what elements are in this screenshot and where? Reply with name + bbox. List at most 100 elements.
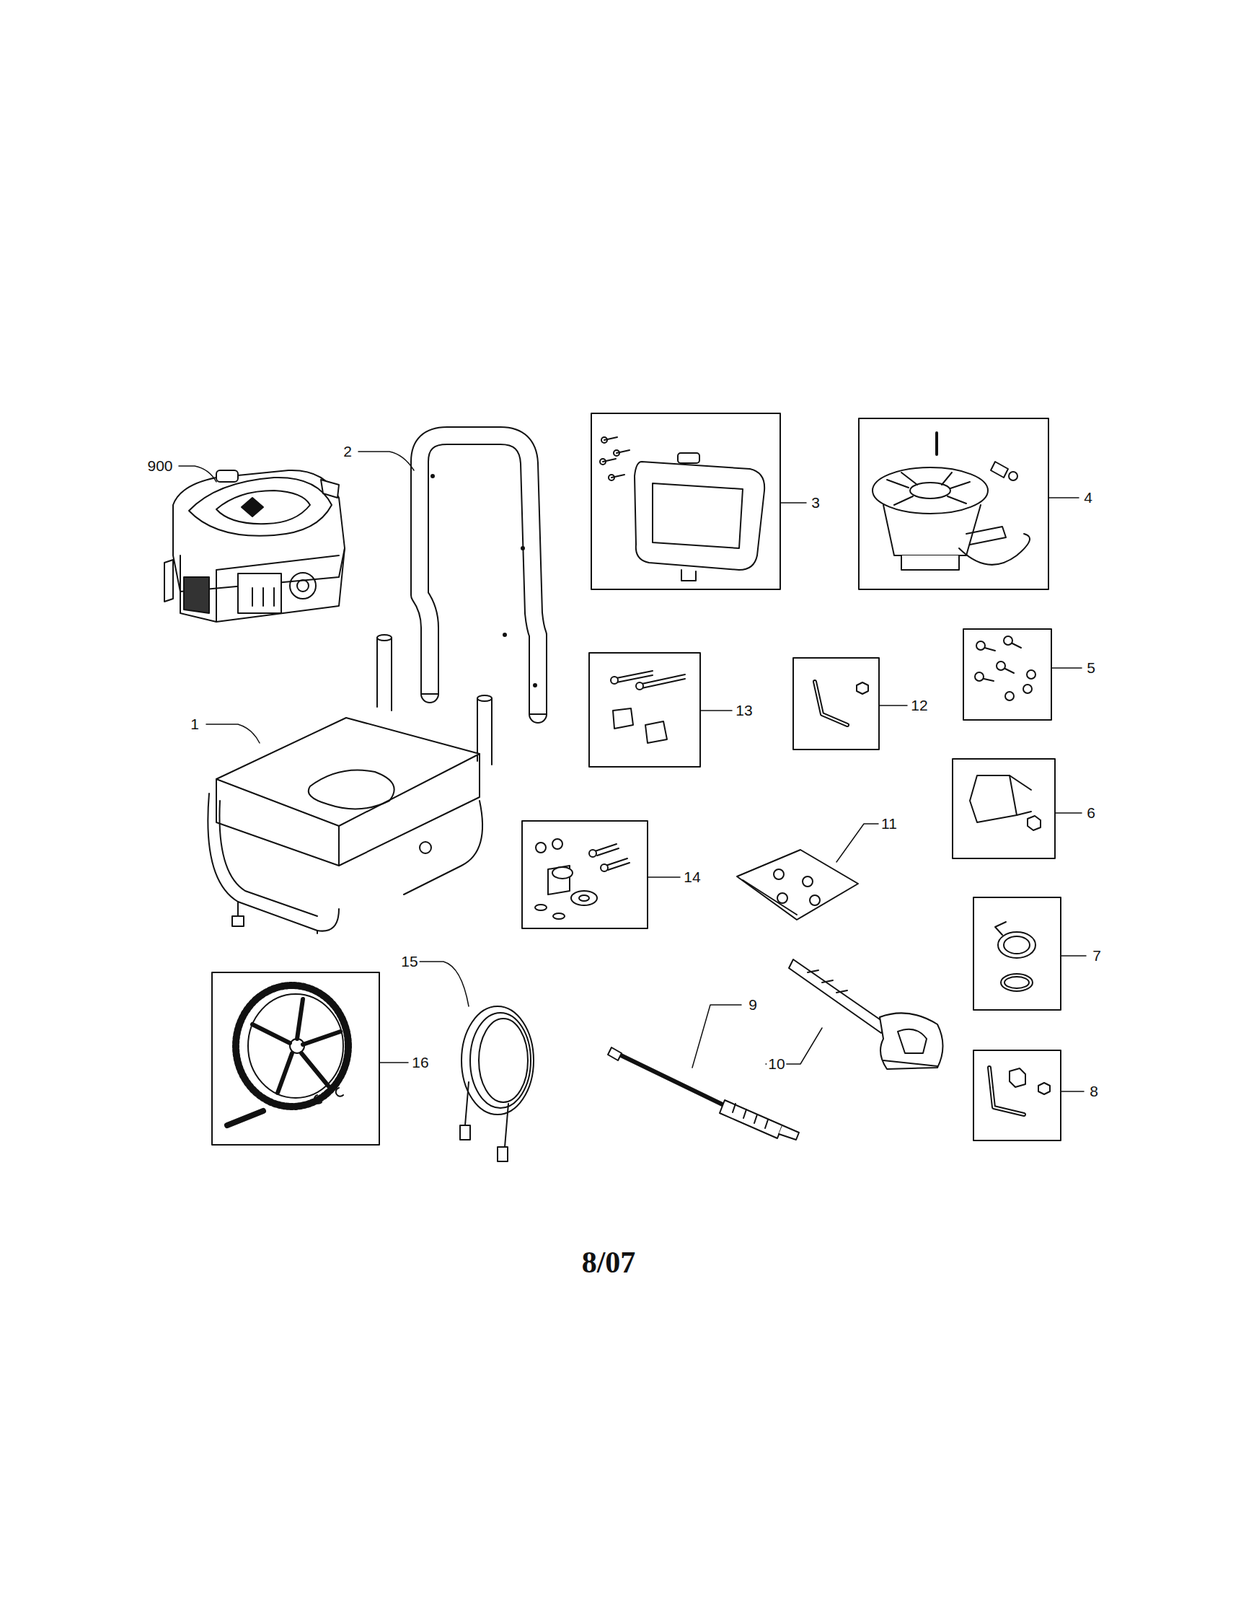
wheel-drawing: [248, 993, 344, 1098]
callout-number: 900: [145, 457, 174, 474]
hose-drawing: [461, 1005, 534, 1115]
leader-line: [1060, 1090, 1084, 1092]
cap-drawing: [997, 931, 1036, 958]
bolt-nut-drawing: [974, 672, 984, 681]
spray-gun-drawing: [788, 959, 887, 1033]
nozzle-bag-drawing: [736, 849, 859, 920]
spray-gun-drawing: [879, 1012, 944, 1069]
callout-number: 3: [809, 493, 822, 511]
frame-drawing: [216, 778, 339, 866]
callout-number: 9: [747, 995, 759, 1013]
bracket-drawing: [969, 775, 1017, 823]
callout-number: 4: [1082, 488, 1094, 506]
hose-drawing: [460, 1005, 534, 1161]
nozzle-bag-drawing: [773, 868, 784, 880]
frame-drawing: [308, 770, 395, 810]
callout-number: 7: [1091, 946, 1103, 964]
bearing-kit-drawing: [535, 904, 547, 911]
fuel-tank-drawing: [601, 436, 608, 443]
cap-drawing: [995, 921, 1006, 935]
wand-drawing: [719, 1099, 783, 1138]
bolt-nut-drawing: [996, 661, 1006, 670]
engine-drawing: [237, 573, 282, 613]
engine-drawing: [289, 572, 316, 599]
cap-drawing: [1004, 976, 1029, 988]
leader-line: [178, 451, 1086, 1092]
handle-drawing: [521, 546, 525, 550]
l-bolt-drawing: [793, 657, 880, 750]
callout-number: 16: [410, 1053, 430, 1071]
engine-drawing: [183, 576, 210, 613]
bolt-nut-drawing: [1026, 669, 1036, 679]
nozzle-bag-drawing: [809, 894, 820, 905]
frame-drawing: [207, 793, 339, 931]
pump-drawing: [966, 526, 1006, 545]
bolt-kit-drawing: [589, 652, 701, 767]
fuel-tank-drawing: [599, 458, 606, 465]
frame-drawing: [216, 717, 480, 826]
pump-drawing: [990, 461, 1009, 478]
date-code: 8/07: [580, 1245, 638, 1279]
engine-drawing: [188, 477, 332, 536]
frame-drawing: [237, 901, 318, 934]
engine-drawing: [216, 490, 311, 524]
handle-drawing: [533, 683, 537, 687]
bolt-kit-drawing: [610, 676, 618, 684]
handle-drawing: [431, 474, 435, 478]
fuel-tank-drawing: [602, 436, 630, 478]
hose-drawing: [497, 1146, 508, 1161]
bearing-kit-drawing: [594, 843, 630, 870]
leader-line: [379, 1061, 409, 1063]
bolt-kit-drawing: [641, 674, 686, 688]
wheel-drawing: [314, 1087, 344, 1104]
bearing-kit-drawing: [552, 838, 563, 849]
frame-drawing: [419, 841, 432, 854]
wheel-drawing: [212, 972, 380, 1145]
fuel-tank-drawing: [677, 452, 700, 463]
wheel-drawing: [227, 1110, 264, 1125]
leader-line: [700, 709, 732, 711]
bolt-nut-drawing: [976, 641, 986, 650]
l-bolt-drawing: [814, 681, 848, 725]
callout-number: 10: [766, 1054, 786, 1072]
bolt-nut-drawing: [1003, 636, 1013, 645]
callout-number: 5: [1085, 659, 1097, 676]
fuel-tank-drawing: [608, 474, 615, 481]
nozzle-bag-drawing: [777, 892, 788, 903]
engine-drawing: [216, 555, 339, 622]
pump-drawing: [858, 418, 1049, 590]
wand-drawing: [732, 1103, 768, 1128]
bracket-drawing: [952, 758, 1055, 859]
nozzle-bag-drawing: [742, 879, 797, 915]
handle-drawing: [419, 435, 538, 714]
wand-drawing: [607, 1047, 622, 1061]
l-bolt-drawing: [814, 681, 848, 725]
handle-drawing: [503, 633, 507, 637]
callout-number: 2: [341, 442, 354, 460]
leader-line: [1060, 954, 1086, 957]
hose-drawing: [465, 1081, 469, 1125]
pump-drawing: [1008, 471, 1018, 481]
bracket-drawing: [1009, 775, 1032, 815]
leader-line: [692, 1004, 742, 1068]
l-bolt-knob-drawing: [973, 1049, 1061, 1141]
engine-drawing: [320, 479, 339, 498]
bracket-drawing: [1027, 815, 1041, 830]
frame-drawing: [377, 634, 392, 641]
fuel-tank-drawing: [652, 483, 743, 549]
frame-drawing: [403, 800, 483, 895]
l-bolt-knob-drawing: [1038, 1082, 1050, 1094]
leader-line: [1054, 811, 1082, 814]
leader-line: [206, 723, 260, 743]
fuel-tank-drawing: [591, 413, 781, 590]
callout-number: 6: [1085, 804, 1097, 821]
fuel-tank-drawing: [591, 413, 781, 590]
pump-drawing: [886, 472, 970, 505]
bracket-drawing: [952, 758, 1055, 859]
l-bolt-drawing: [856, 682, 869, 694]
handle-drawing: [419, 435, 538, 714]
engine-drawing: [297, 579, 309, 592]
engine-drawing: [164, 470, 345, 622]
spray-gun-drawing: [883, 1060, 938, 1066]
